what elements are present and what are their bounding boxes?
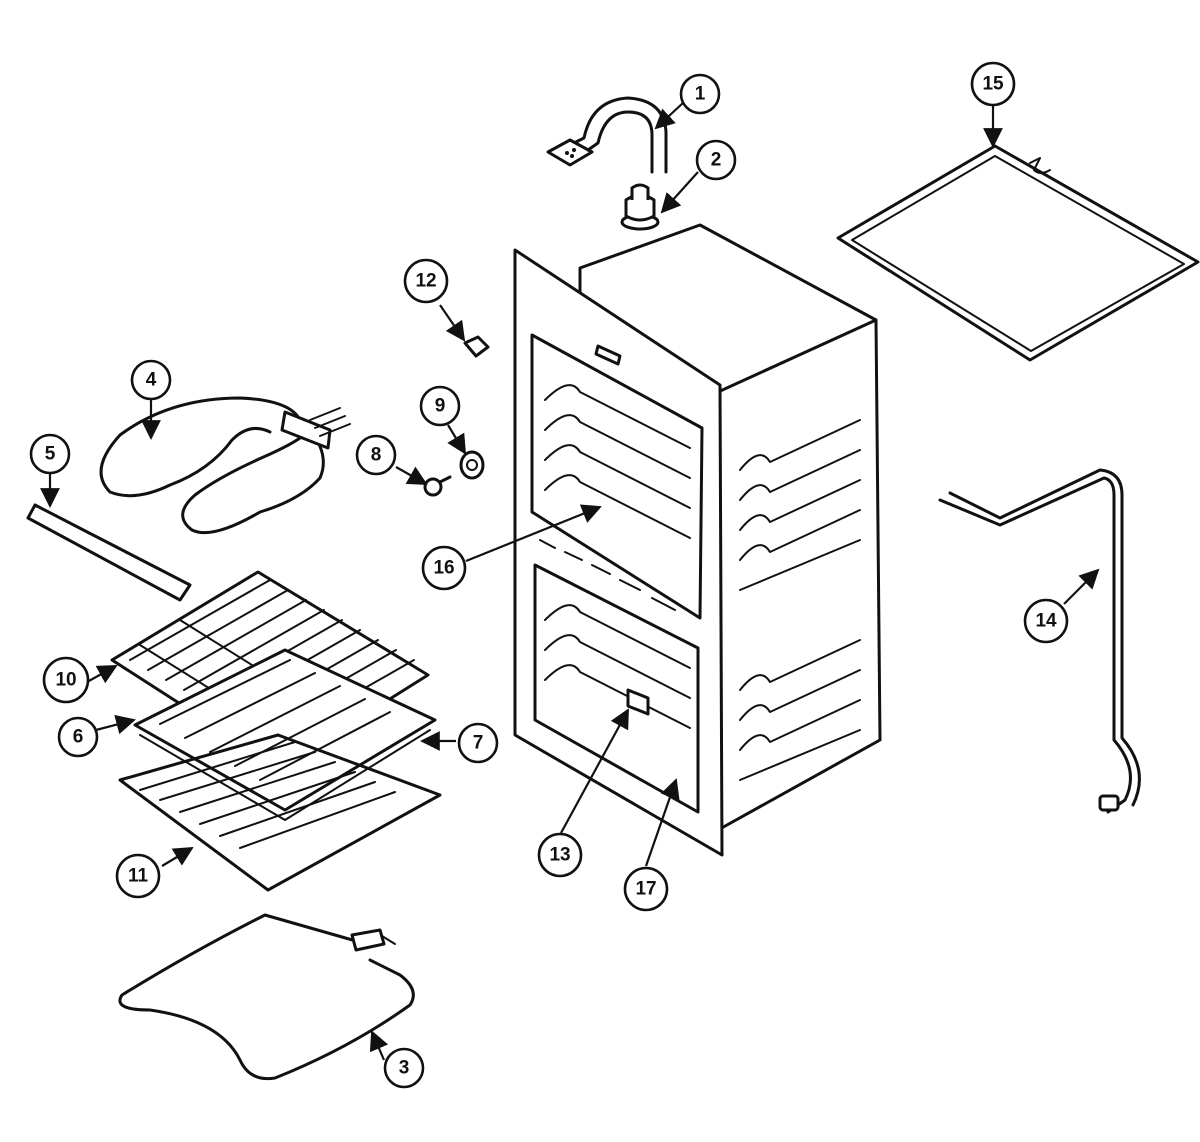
part-clip [463, 335, 490, 358]
callout-5-label: 5 [45, 444, 56, 465]
callout-11-label: 11 [128, 866, 149, 887]
callout-2-label: 2 [711, 150, 722, 171]
callout-10-label: 10 [55, 670, 76, 691]
callout-9-label: 9 [435, 396, 446, 417]
callout-10: 10 [42, 656, 90, 704]
callout-11: 11 [115, 853, 161, 899]
callout-17: 17 [623, 866, 669, 912]
part-light-socket [459, 450, 485, 480]
callout-9: 9 [419, 385, 461, 427]
callout-5: 5 [29, 433, 71, 475]
part-grommet [620, 183, 660, 231]
callout-17-label: 17 [635, 879, 656, 900]
callout-2: 2 [695, 139, 737, 181]
callout-3-label: 3 [399, 1058, 410, 1079]
callout-6: 6 [57, 716, 99, 758]
part-tube [938, 468, 1141, 814]
callout-7: 7 [457, 722, 499, 764]
callout-13-label: 13 [549, 845, 570, 866]
oven-cavity [513, 223, 882, 857]
part-lower-rack [118, 733, 442, 892]
callout-1-label: 1 [695, 84, 706, 105]
part-broil-element [99, 396, 351, 535]
callout-14-label: 14 [1035, 611, 1057, 632]
callout-15: 15 [970, 61, 1016, 107]
callout-8-label: 8 [371, 445, 382, 466]
part-bracket [26, 503, 192, 602]
callout-15-label: 15 [982, 74, 1004, 95]
callout-7-label: 7 [473, 733, 484, 754]
callout-12: 12 [403, 258, 449, 304]
part-top-panel [836, 144, 1200, 362]
callout-12-label: 12 [415, 271, 436, 292]
callout-14: 14 [1023, 598, 1069, 644]
callout-4: 4 [130, 359, 172, 401]
callout-6-label: 6 [73, 727, 84, 748]
callout-4-label: 4 [146, 370, 157, 391]
callout-16-label: 16 [433, 558, 454, 579]
part-vent-tube [546, 96, 668, 174]
part-bake-element [118, 913, 415, 1081]
callout-13: 13 [537, 832, 583, 878]
callout-1: 1 [679, 73, 721, 115]
part-light-bulb [423, 475, 452, 497]
callout-3: 3 [383, 1047, 425, 1089]
callout-16: 16 [421, 545, 467, 591]
part-broiler-pan [133, 648, 437, 821]
callout-8: 8 [355, 434, 397, 476]
